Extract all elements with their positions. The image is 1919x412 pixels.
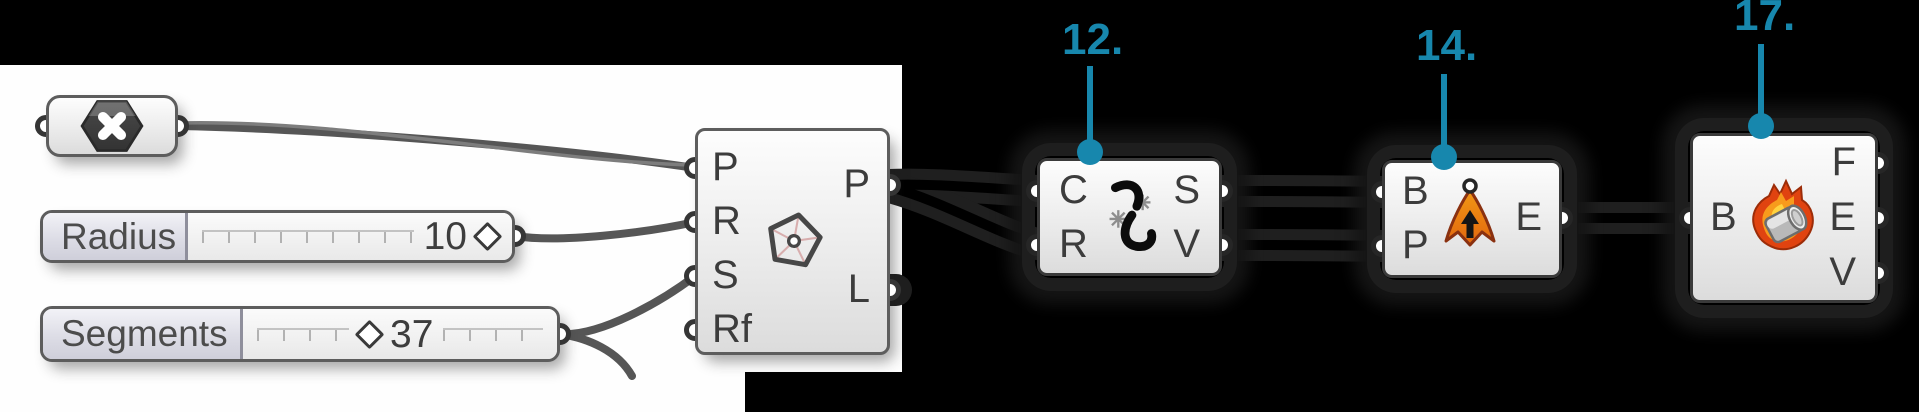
slider-segments[interactable]: Segments 37 bbox=[40, 306, 571, 362]
wire-shatter-v-to-extrude-p[interactable] bbox=[1217, 240, 1387, 251]
slider-track[interactable]: 37 bbox=[243, 309, 557, 359]
polygon-pentagon-icon bbox=[768, 212, 823, 268]
tick-ruler bbox=[202, 230, 414, 243]
port-label: C bbox=[1059, 168, 1088, 213]
callout-label-12: 12. bbox=[1062, 15, 1124, 64]
port-label: Rf bbox=[712, 307, 752, 352]
extrude-point-component[interactable]: B P E bbox=[1371, 160, 1573, 278]
callout-label-17: 17. bbox=[1734, 0, 1796, 40]
tick-ruler bbox=[443, 327, 543, 341]
port-label: V bbox=[1829, 250, 1856, 295]
slider-grip-icon[interactable] bbox=[472, 221, 503, 252]
port-label: E bbox=[1515, 195, 1542, 240]
port-label: B bbox=[1710, 195, 1737, 240]
wire-shatter-s-to-extrude-b[interactable] bbox=[1217, 186, 1387, 197]
port-label: P bbox=[1402, 223, 1429, 268]
slider-value: 10 bbox=[423, 215, 467, 258]
port-label: P bbox=[843, 162, 870, 207]
shatter-component[interactable]: C R S V bbox=[1026, 158, 1233, 276]
port-label: L bbox=[847, 267, 870, 312]
extrude-point-icon bbox=[1444, 178, 1496, 247]
port-label: E bbox=[1829, 195, 1856, 240]
port-label: R bbox=[712, 199, 741, 244]
deconstruct-brep-component[interactable]: B F E V bbox=[1679, 133, 1889, 303]
slider-name: Segments bbox=[43, 309, 243, 359]
deconstruct-brep-icon bbox=[1752, 178, 1814, 251]
slider-value: 37 bbox=[390, 312, 434, 356]
wire-polygon-to-shatter-c[interactable] bbox=[885, 179, 1042, 196]
wire-polygon-to-shatter-r[interactable] bbox=[885, 182, 1042, 249]
port-label: S bbox=[1173, 168, 1200, 213]
shatter-curve-icon bbox=[1109, 180, 1157, 251]
polygon-component[interactable]: P R S Rf P L bbox=[684, 128, 901, 355]
slider-grip-icon[interactable] bbox=[354, 319, 385, 349]
toggle-node[interactable] bbox=[35, 95, 189, 157]
slider-radius[interactable]: Radius 10 bbox=[40, 210, 526, 263]
port-label: R bbox=[1059, 222, 1088, 267]
slider-radius-name-text: Radius bbox=[61, 215, 177, 257]
tick-ruler bbox=[257, 327, 349, 341]
slider-name: Radius bbox=[43, 213, 188, 260]
slider-radius-body[interactable]: Radius 10 bbox=[40, 210, 515, 263]
callout-label-14: 14. bbox=[1416, 21, 1478, 70]
port-label: S bbox=[712, 253, 739, 298]
slider-track[interactable]: 10 bbox=[188, 213, 512, 260]
slider-segments-body[interactable]: Segments 37 bbox=[40, 306, 560, 362]
port-label: F bbox=[1831, 140, 1856, 185]
port-label: V bbox=[1173, 222, 1200, 267]
port-label: B bbox=[1402, 169, 1429, 214]
port-label: P bbox=[712, 145, 739, 190]
slider-segments-name-text: Segments bbox=[61, 313, 228, 354]
canvas-white-region-lower bbox=[0, 372, 745, 412]
wire-halos bbox=[874, 168, 1706, 306]
hexagon-x-icon bbox=[80, 100, 144, 152]
